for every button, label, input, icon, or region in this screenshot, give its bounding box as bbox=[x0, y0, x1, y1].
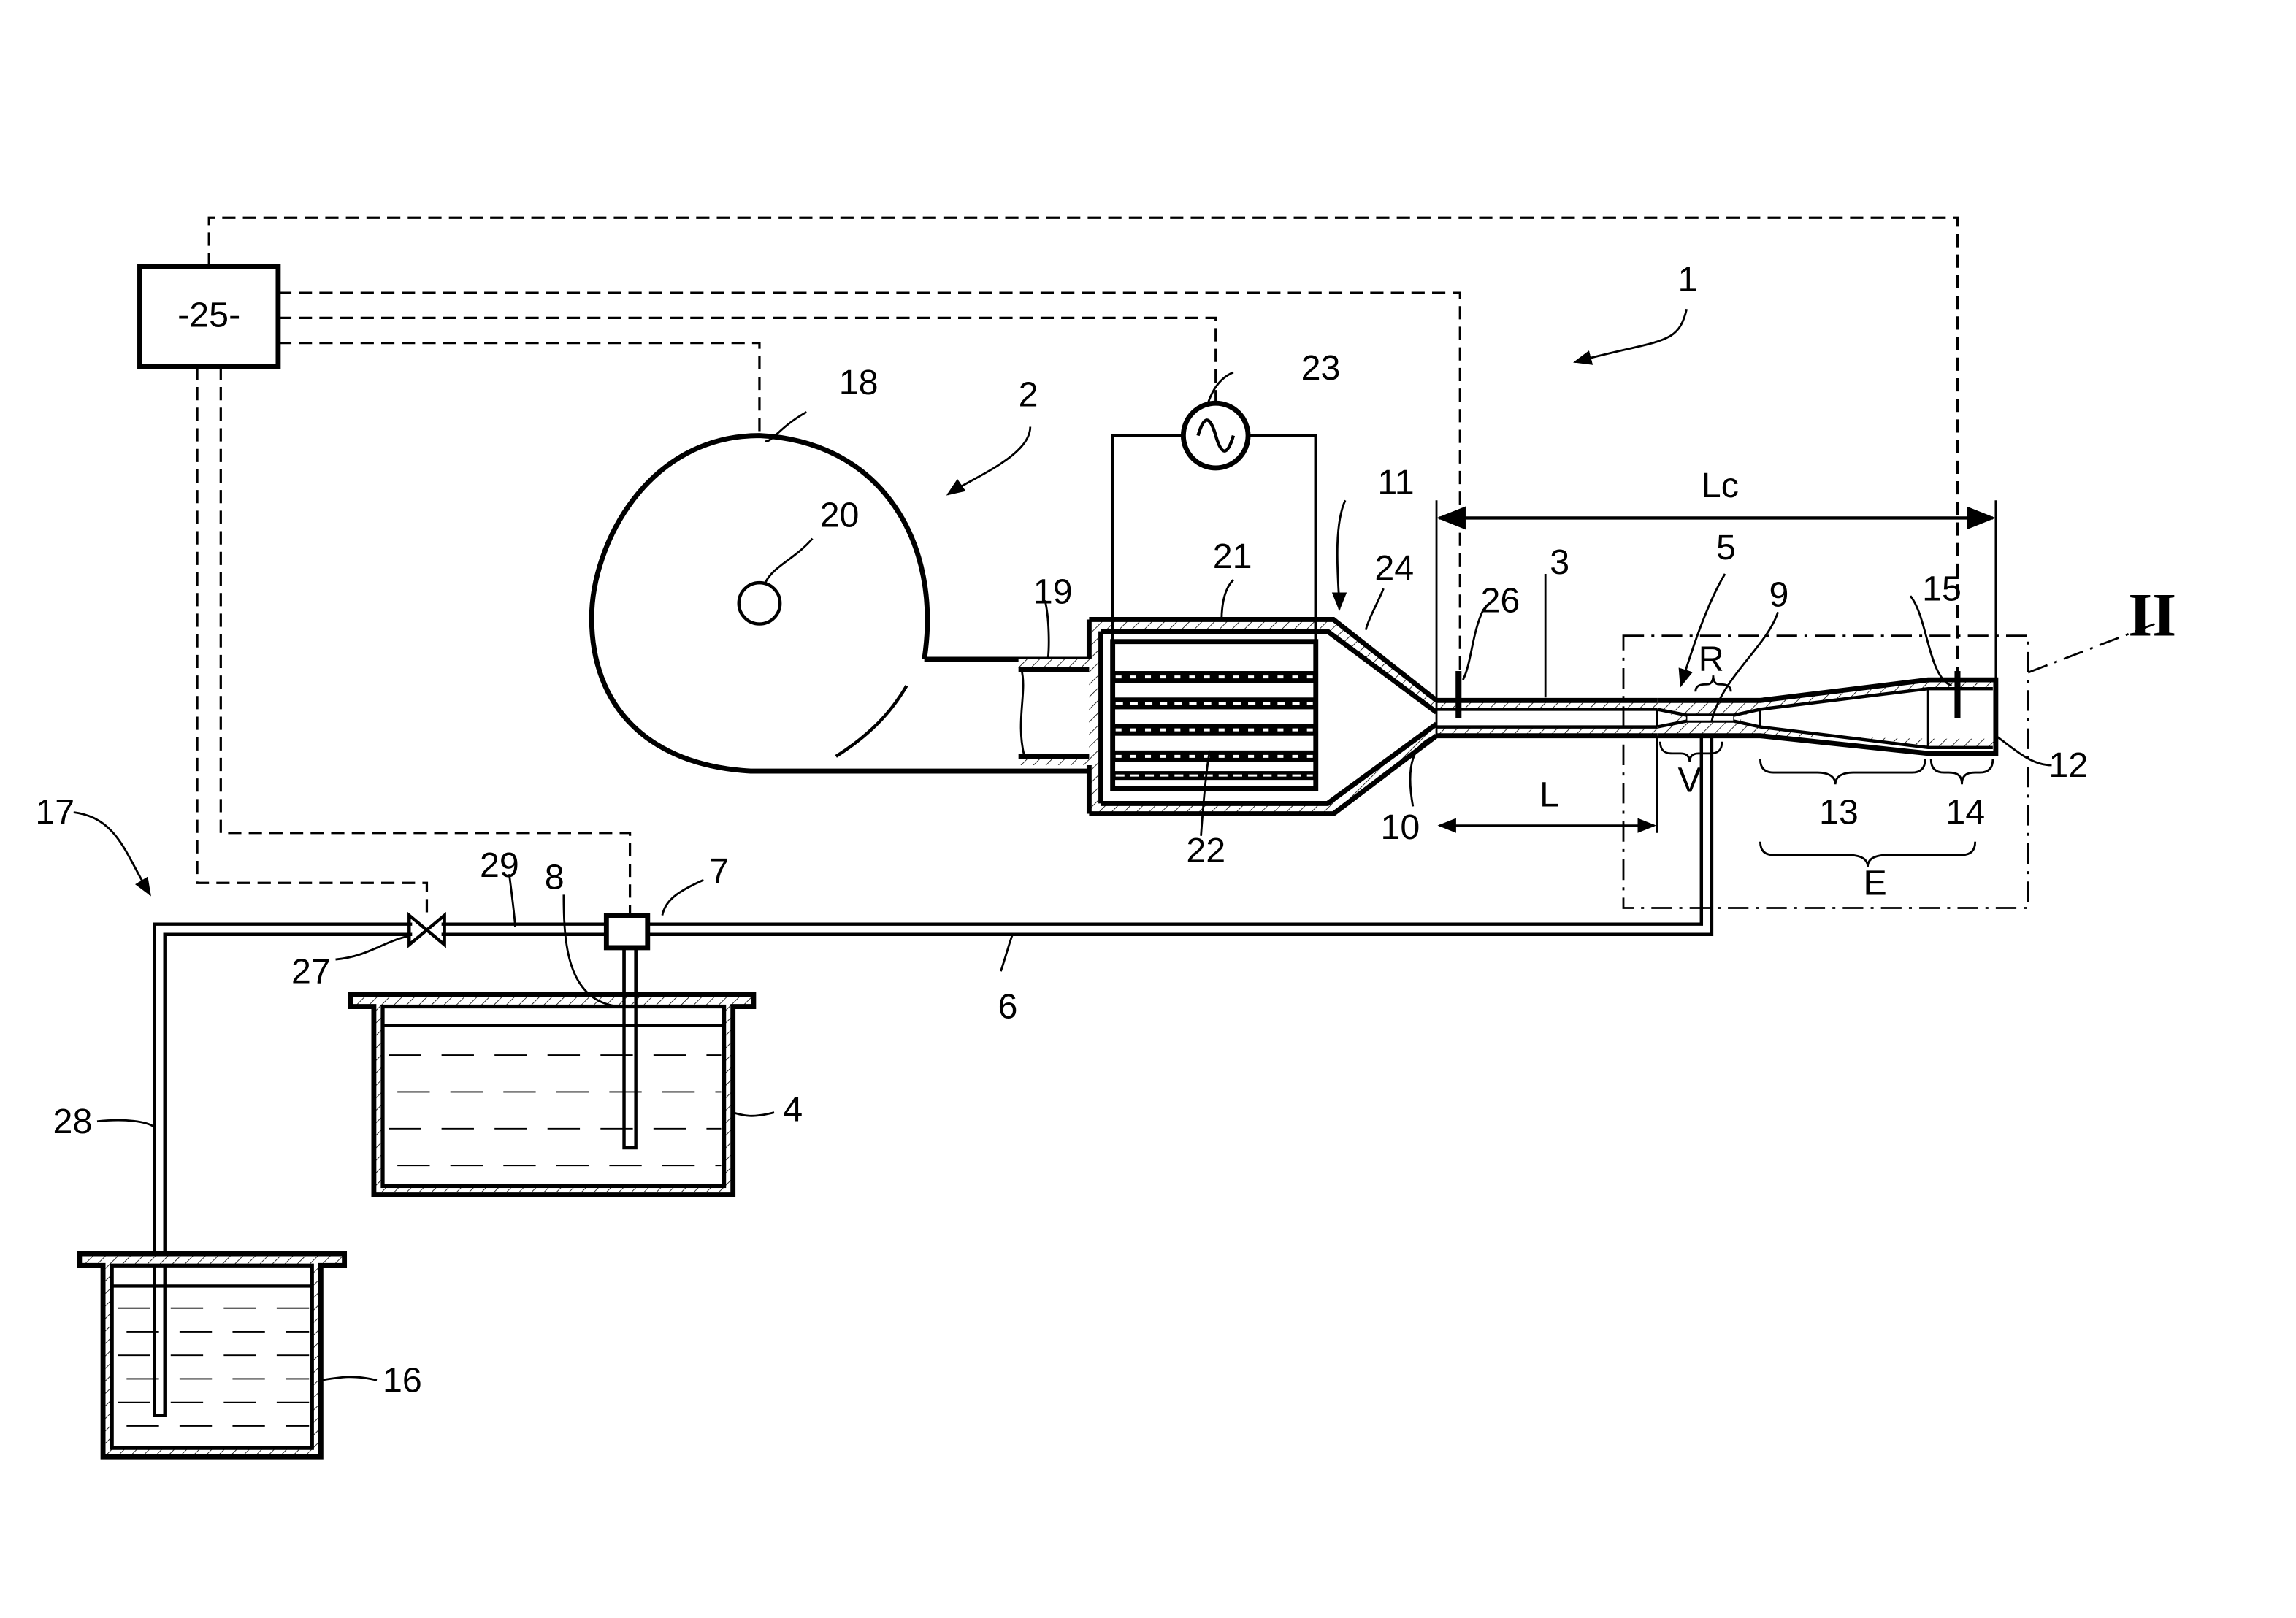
label-L: L bbox=[1539, 775, 1559, 814]
blower-housing bbox=[589, 433, 1095, 774]
label-7: 7 bbox=[709, 851, 729, 891]
label-18: 18 bbox=[839, 363, 879, 402]
sensor-downstream bbox=[1954, 671, 1961, 718]
label-22: 22 bbox=[1186, 831, 1225, 870]
label-10: 10 bbox=[1380, 808, 1420, 847]
sensor-upstream bbox=[1455, 671, 1462, 718]
label-V: V bbox=[1678, 760, 1702, 800]
heating-element-block bbox=[1110, 639, 1319, 791]
controller-25: -25- bbox=[137, 264, 281, 369]
label-15: 15 bbox=[1922, 569, 1962, 608]
fluid-circuit bbox=[77, 735, 1714, 1460]
label-2: 2 bbox=[1019, 375, 1038, 414]
pump bbox=[603, 913, 651, 951]
label-27: 27 bbox=[291, 951, 331, 991]
label-26: 26 bbox=[1480, 580, 1520, 620]
label-12: 12 bbox=[2048, 745, 2088, 785]
blower-outlet bbox=[1018, 659, 1092, 766]
tank-main bbox=[348, 992, 757, 1197]
channel-and-nozzle bbox=[1409, 671, 1999, 807]
label-5: 5 bbox=[1716, 528, 1736, 567]
ac-sine-icon bbox=[1180, 400, 1251, 471]
label-8: 8 bbox=[545, 857, 565, 897]
label-4: 4 bbox=[783, 1090, 803, 1130]
label-14: 14 bbox=[1945, 793, 1985, 832]
heating-elements bbox=[1112, 671, 1316, 781]
label-3: 3 bbox=[1550, 542, 1569, 582]
power-supply bbox=[1180, 400, 1251, 471]
label-21: 21 bbox=[1213, 537, 1252, 576]
label-16: 16 bbox=[383, 1361, 422, 1400]
controller-label: -25- bbox=[177, 295, 240, 334]
blower-unit bbox=[589, 433, 1095, 774]
label-20: 20 bbox=[820, 496, 860, 535]
label-R: R bbox=[1699, 640, 1724, 679]
label-17: 17 bbox=[35, 793, 74, 832]
label-13: 13 bbox=[1819, 793, 1859, 832]
label-19: 19 bbox=[1033, 572, 1073, 611]
label-1: 1 bbox=[1678, 260, 1698, 299]
label-28: 28 bbox=[53, 1102, 93, 1141]
label-23: 23 bbox=[1301, 348, 1341, 388]
heater-assembly bbox=[1086, 400, 1439, 816]
leader-lines bbox=[73, 308, 2052, 1381]
label-29: 29 bbox=[480, 846, 519, 885]
control-signal-lines bbox=[196, 216, 1959, 916]
tank-secondary bbox=[77, 1251, 348, 1460]
label-E: E bbox=[1863, 863, 1886, 902]
dimensions bbox=[1435, 500, 2156, 909]
label-Lc: Lc bbox=[1702, 466, 1739, 505]
bowtie-valve-icon bbox=[407, 911, 446, 948]
label-6: 6 bbox=[998, 987, 1017, 1027]
labels: 1 2 3 4 5 6 7 8 9 10 11 12 13 14 15 16 1… bbox=[35, 260, 2176, 1400]
label-9: 9 bbox=[1769, 575, 1789, 614]
label-11: 11 bbox=[1377, 463, 1414, 502]
detail-frame bbox=[1622, 634, 2029, 909]
label-II: II bbox=[2128, 582, 2176, 650]
impeller bbox=[737, 580, 782, 626]
label-24: 24 bbox=[1374, 548, 1414, 588]
